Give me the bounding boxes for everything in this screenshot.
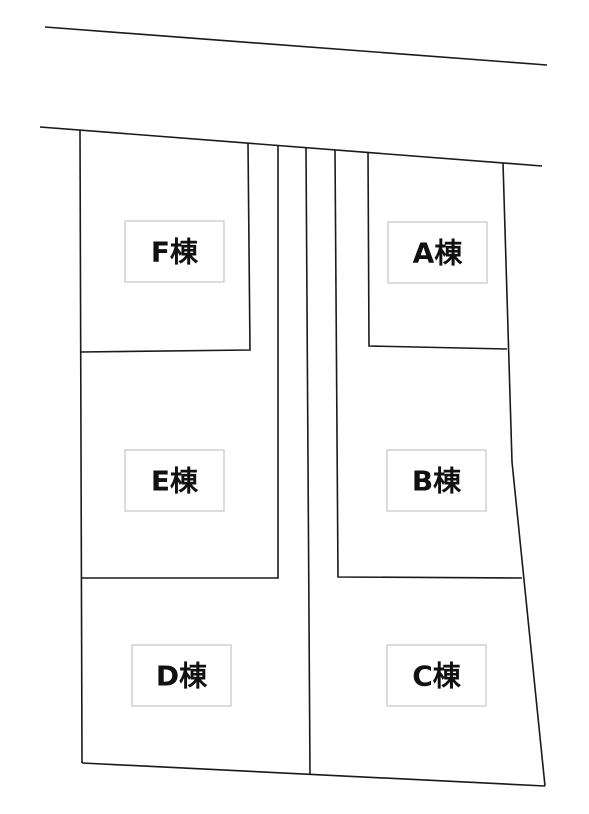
passage-west-edge bbox=[305, 147, 311, 776]
lot-a-label-box bbox=[387, 221, 488, 284]
lot-f-label: F棟 bbox=[124, 220, 225, 283]
lot-d-label-text: D棟 bbox=[156, 660, 208, 693]
lot-b-label: B棟 bbox=[386, 449, 487, 512]
lot-a-label-text: A棟 bbox=[413, 237, 464, 270]
lot-b-label-text: B棟 bbox=[412, 465, 462, 498]
lot-e-label-box bbox=[124, 449, 225, 512]
lot-c-label-text: C棟 bbox=[412, 660, 462, 693]
boundary-east bbox=[502, 162, 546, 787]
lot-d-label-box bbox=[131, 644, 232, 707]
boundary-west bbox=[79, 129, 83, 764]
lot-e-boundary bbox=[81, 145, 279, 579]
lot-c-label-box bbox=[386, 644, 487, 707]
lot-a-boundary bbox=[367, 151, 508, 350]
lot-f-boundary bbox=[79, 142, 251, 353]
lot-c-label: C棟 bbox=[386, 644, 487, 707]
road-south-edge bbox=[39, 126, 543, 167]
lot-f-label-box bbox=[124, 220, 225, 283]
road-north-edge bbox=[44, 26, 548, 66]
lot-b-label-box bbox=[386, 449, 487, 512]
lot-f-label-text: F棟 bbox=[151, 236, 199, 269]
boundary-south bbox=[81, 762, 546, 787]
lot-a-label: A棟 bbox=[387, 221, 488, 284]
lot-e-label-text: E棟 bbox=[151, 465, 199, 498]
lot-b-boundary bbox=[334, 149, 523, 579]
lot-e-label: E棟 bbox=[124, 449, 225, 512]
lot-d-label: D棟 bbox=[131, 644, 232, 707]
